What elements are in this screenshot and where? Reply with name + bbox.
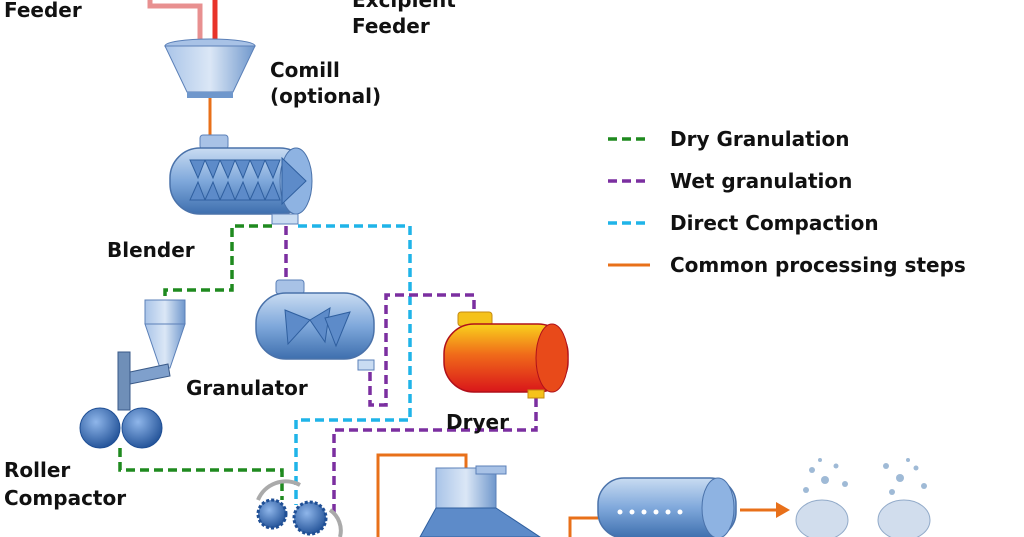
direct-compaction-path [294,224,412,505]
granulator-icon [255,279,375,371]
coater-icon [597,477,737,537]
excipient-feeder-label-line2: Feeder [352,14,430,38]
legend-label: Common processing steps [670,253,966,277]
excipient-feeder-label-line1: Excipient [352,0,456,12]
dry-granulation-path-2 [118,448,284,500]
blender-label: Blender [107,238,195,262]
wet-granulation-path-3 [332,398,538,515]
roller-compactor-label-line2: Compactor [4,486,127,510]
legend-label: Direct Compaction [670,211,879,235]
granulator-label: Granulator [186,376,308,400]
legend-line-common-steps [608,263,650,267]
roller-compactor-icon [79,299,186,449]
comill-label-line1: Comill [270,58,340,82]
dry-granulation-path [163,224,272,300]
blender-icon [169,134,313,225]
output-arrow-icon [740,502,790,518]
mill-gear-icon [256,479,343,537]
legend-item-wet-granulation: Wet granulation [608,160,966,202]
feed-lines [147,0,218,40]
tablets-icon [795,458,931,537]
dryer-icon [443,311,569,399]
dryer-label: Dryer [446,410,509,434]
legend-item-direct-compaction: Direct Compaction [608,202,966,244]
legend-line-direct-compaction [608,221,650,225]
tablet-press-icon [419,465,541,537]
common-line-bottom-1 [376,453,468,537]
legend-label: Dry Granulation [670,127,850,151]
legend-item-common-steps: Common processing steps [608,244,966,286]
legend: Dry Granulation Wet granulation Direct C… [608,118,966,286]
legend-line-wet-granulation [608,179,650,183]
comill-icon [164,38,256,98]
legend-line-dry-granulation [608,137,650,141]
roller-compactor-label-line1: Roller [4,458,71,482]
legend-item-dry-granulation: Dry Granulation [608,118,966,160]
wet-granulation-path-2 [368,293,476,407]
legend-label: Wet granulation [670,169,853,193]
feeder-label: Feeder [4,0,82,22]
comill-label-line2: (optional) [270,84,382,108]
common-line-bottom-2 [568,516,598,537]
